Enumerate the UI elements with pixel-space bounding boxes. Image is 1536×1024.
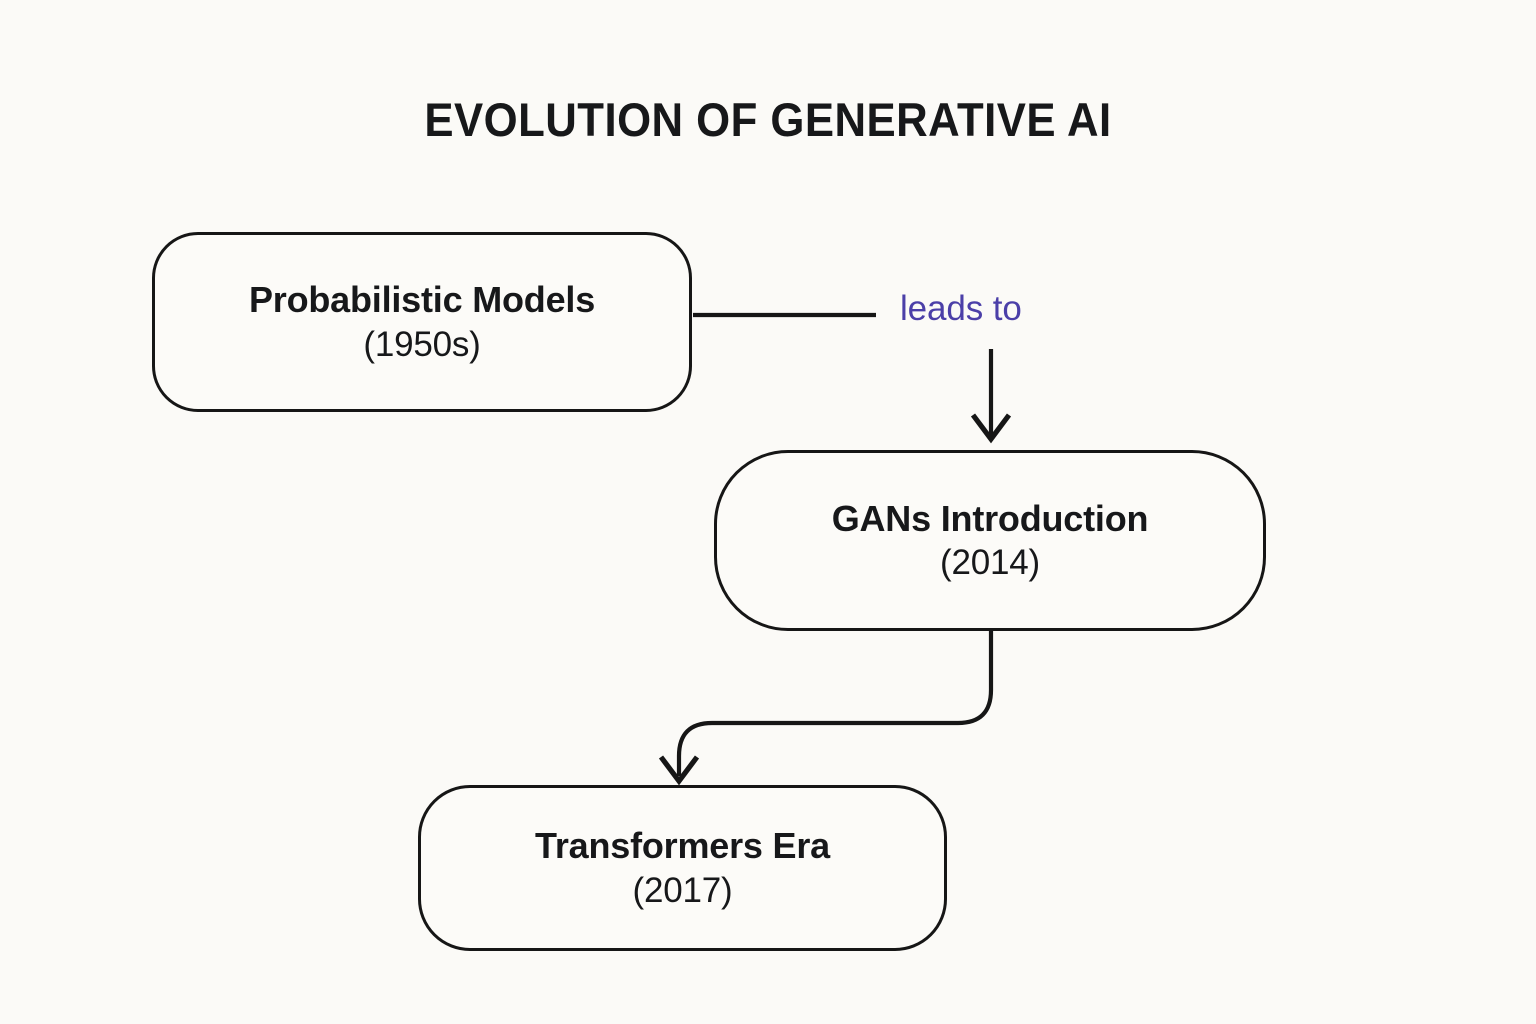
edge-1-arrowhead-icon [970,413,1012,444]
edge-2-segment-curved [676,631,994,776]
node-gans-introduction[interactable]: GANs Introduction (2014) [714,450,1266,631]
edge-gans-to-transformers [658,631,994,786]
node-gans-introduction-subtitle: (2014) [940,543,1040,583]
node-probabilistic-models-title: Probabilistic Models [248,279,596,321]
node-transformers-era-subtitle: (2017) [632,870,733,910]
node-transformers-era[interactable]: Transformers Era (2017) [418,785,947,951]
page-title: EVOLUTION OF GENERATIVE AI [424,93,1112,146]
edge-label-leads-to: leads to [900,289,1022,328]
edge-2-arrowhead-icon [658,755,700,786]
node-transformers-era-title: Transformers Era [535,825,830,867]
node-gans-introduction-title: GANs Introduction [831,497,1149,539]
node-probabilistic-models-subtitle: (1950s) [363,324,481,364]
node-probabilistic-models[interactable]: Probabilistic Models (1950s) [152,232,692,412]
edge-probabilistic-to-gans [693,312,1012,444]
